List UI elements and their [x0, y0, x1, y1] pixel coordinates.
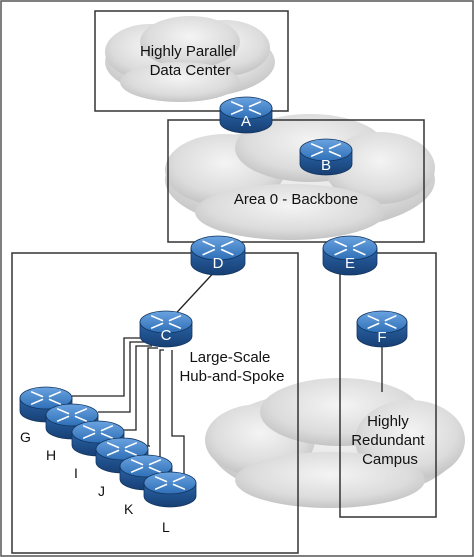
router-arrows-icon: [106, 442, 138, 456]
spoke-labels: G H I J K L: [20, 429, 170, 535]
link-c-h: [98, 341, 146, 413]
router-label-l: L: [162, 519, 170, 535]
router-arrows-icon: [30, 391, 62, 405]
router-l: [143, 471, 197, 508]
router-j: [95, 437, 149, 474]
link-c-k: [159, 349, 172, 465]
router-a: A: [219, 96, 273, 134]
backbone-cloud: [165, 114, 435, 240]
router-arrows-icon: [310, 143, 342, 157]
hub-spoke-box: [11, 252, 299, 554]
campus-box: [339, 252, 437, 518]
data-center-label: Highly Parallel Data Center: [140, 43, 240, 79]
router-c: C: [139, 310, 193, 348]
link-c-l: [171, 350, 185, 480]
data-center-box: [94, 10, 289, 112]
router-arrows-icon: [82, 425, 114, 439]
router-f: F: [356, 310, 408, 348]
router-label-f: F: [377, 329, 386, 346]
router-label-i: I: [74, 465, 78, 481]
router-arrows-icon: [230, 101, 262, 115]
router-label-d: D: [213, 255, 224, 272]
router-label-c: C: [161, 327, 172, 344]
hub-spoke-label: Large-Scale Hub-and-Spoke: [179, 349, 284, 385]
router-label-j: J: [98, 483, 105, 499]
router-arrows-icon: [367, 315, 397, 329]
router-label-g: G: [20, 429, 31, 445]
data-center-cloud: [105, 16, 275, 102]
router-d: D: [190, 235, 246, 276]
router-label-k: K: [124, 501, 134, 517]
link-c-g: [72, 337, 140, 397]
router-label-h: H: [46, 447, 56, 463]
router-arrows-icon: [154, 476, 186, 490]
router-arrows-icon: [202, 240, 234, 256]
campus-label: Highly Redundant Campus: [351, 413, 429, 468]
link-c-i: [122, 345, 152, 431]
router-label-b: B: [321, 157, 331, 174]
link-c-j: [147, 347, 158, 447]
router-b: B: [299, 138, 353, 176]
backbone-label: Area 0 - Backbone: [234, 191, 358, 208]
router-arrows-icon: [334, 240, 366, 256]
backbone-box: [167, 119, 425, 243]
router-arrows-icon: [130, 459, 162, 473]
router-e: E: [322, 235, 378, 276]
router-arrows-icon: [56, 408, 88, 422]
router-label-a: A: [241, 113, 251, 130]
router-label-e: E: [345, 255, 355, 272]
routers: A B D E F C: [19, 96, 408, 508]
router-i: [71, 420, 125, 457]
router-top: [143, 471, 197, 495]
router-arrows-icon: [150, 315, 182, 329]
